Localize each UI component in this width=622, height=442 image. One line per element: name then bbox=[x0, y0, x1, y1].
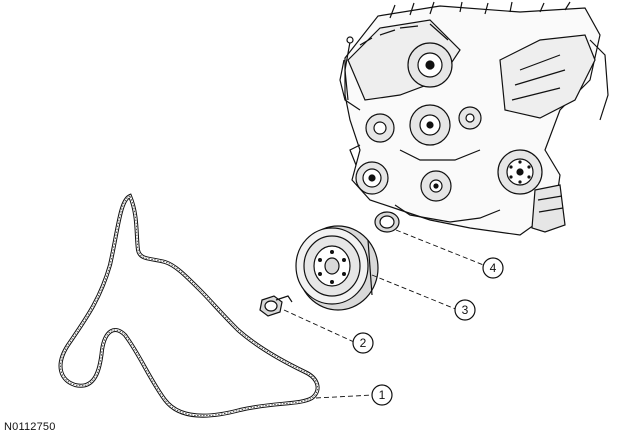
drive-belt bbox=[58, 193, 320, 418]
callout-3-label: 3 bbox=[462, 303, 469, 317]
callout-4-label: 4 bbox=[490, 261, 497, 275]
crankshaft-pulley bbox=[295, 225, 379, 311]
callout-1-label: 1 bbox=[379, 388, 386, 402]
crankshaft-front-seal bbox=[374, 211, 400, 233]
engine-assembly bbox=[339, 1, 609, 236]
callout-3: 3 bbox=[454, 299, 476, 321]
figure-reference-code: N0112750 bbox=[4, 421, 56, 433]
callout-4: 4 bbox=[482, 257, 504, 279]
callout-1: 1 bbox=[371, 384, 393, 406]
callout-2: 2 bbox=[352, 332, 374, 354]
leader-lines bbox=[283, 229, 487, 399]
crankshaft-pulley-bolt bbox=[259, 295, 293, 317]
callout-2-label: 2 bbox=[360, 336, 367, 350]
